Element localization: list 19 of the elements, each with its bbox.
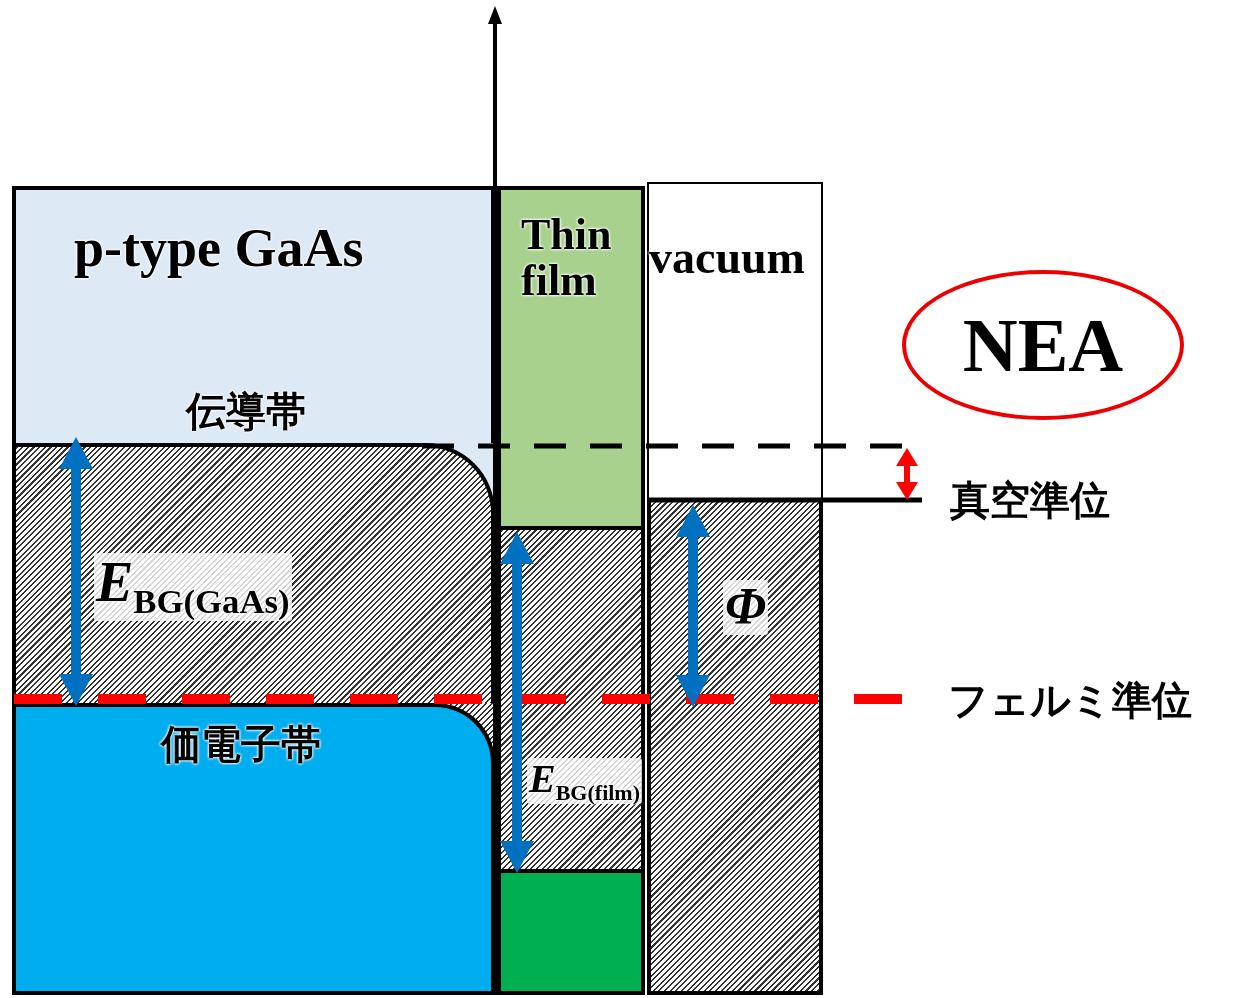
region-title: p-type GaAs [74,220,364,277]
conduction-band-region [12,186,495,443]
band-gap-label: E$_{BG(film)}$ [527,758,642,804]
vacuum-region [647,182,823,500]
band-gap-region [497,530,645,873]
level-label: フェルミ準位 [948,680,1192,720]
nea-label: NEA [962,307,1124,383]
band-gap-label: E$_{BG(GaAs)}$ [94,553,292,621]
band-gap-region [647,500,823,995]
valence-band-region [12,703,495,995]
region-title: vacuum [649,234,805,283]
region-title: Thin film [521,212,613,305]
level-label: 真空準位 [950,480,1110,520]
film-valence-region [497,873,645,995]
thin-film-region [497,186,645,530]
work-function-label: Φ [723,580,769,635]
band-label: 伝導帯 [186,390,306,432]
band-label: 価電子帯 [161,723,321,765]
band-gap-region [12,443,495,703]
